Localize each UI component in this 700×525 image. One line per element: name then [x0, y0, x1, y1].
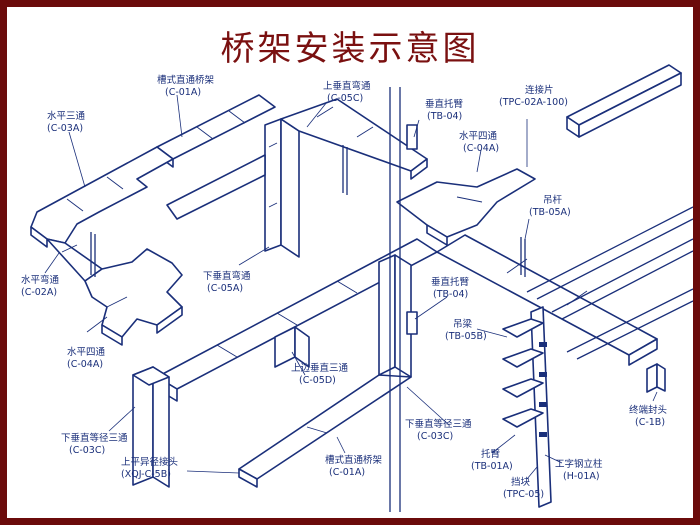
svg-text:挡块: 挡块 — [511, 476, 531, 488]
svg-text:(TPC-05): (TPC-05) — [503, 489, 544, 500]
diagram-frame: 桥架安装示意图 — [7, 7, 693, 518]
svg-text:(C-05D): (C-05D) — [299, 375, 336, 386]
svg-text:(H-01A): (H-01A) — [563, 471, 600, 482]
svg-text:吊杆: 吊杆 — [543, 194, 563, 206]
left-cross — [84, 248, 183, 346]
svg-text:吊梁: 吊梁 — [453, 318, 473, 330]
label-h01a: 工字钢立柱 (H-01A) — [555, 458, 603, 482]
svg-text:下垂直弯通: 下垂直弯通 — [203, 270, 251, 282]
svg-text:水平三通: 水平三通 — [47, 110, 86, 122]
svg-text:槽式直通桥架: 槽式直通桥架 — [325, 454, 383, 466]
central-cross — [396, 168, 536, 246]
svg-text:托臂: 托臂 — [481, 448, 501, 460]
svg-text:垂直托臂: 垂直托臂 — [431, 276, 470, 288]
upper-straight-tray — [156, 94, 276, 168]
label-c01a-top: 槽式直通桥架 (C-01A) — [157, 74, 215, 98]
label-c03c-right: 下垂直等径三通 (C-03C) — [405, 418, 472, 442]
svg-text:(C-04A): (C-04A) — [463, 143, 499, 154]
central-column — [389, 87, 418, 512]
svg-text:(C-01A): (C-01A) — [329, 467, 365, 478]
svg-text:上平异径接头: 上平异径接头 — [121, 456, 178, 468]
svg-text:上垂直弯通: 上垂直弯通 — [323, 80, 371, 92]
svg-text:水平四通: 水平四通 — [67, 346, 106, 358]
label-c05d: 上边垂直三通 (C-05D) — [291, 362, 349, 386]
svg-text:(TB-04): (TB-04) — [433, 289, 468, 300]
svg-text:(C-01A): (C-01A) — [165, 87, 201, 98]
label-tpc05: 挡块 (TPC-05) — [503, 476, 544, 500]
label-c03a: 水平三通 (C-03A) — [47, 110, 86, 134]
lower-vertical-drop — [238, 254, 412, 488]
svg-text:(C-03A): (C-03A) — [47, 123, 83, 134]
left-reducer-riser — [132, 366, 170, 488]
vertical-drop-top — [166, 118, 300, 258]
svg-text:(C-03C): (C-03C) — [69, 445, 105, 456]
svg-text:槽式直通桥架: 槽式直通桥架 — [157, 74, 215, 86]
label-c1b: 终端封头 (C-1B) — [629, 404, 667, 428]
svg-text:(XQJ-C-5B): (XQJ-C-5B) — [121, 469, 171, 480]
label-c04a-top: 水平四通 (C-04A) — [459, 130, 499, 154]
label-tpc02a: 连接片 (TPC-02A-100) — [499, 84, 568, 108]
svg-text:(C-04A): (C-04A) — [67, 359, 103, 370]
svg-text:(C-1B): (C-1B) — [635, 417, 665, 428]
svg-text:(TB-01A): (TB-01A) — [471, 461, 513, 472]
svg-text:(C-05A): (C-05A) — [207, 283, 243, 294]
svg-text:(C-03C): (C-03C) — [417, 431, 453, 442]
upper-vertical-tee — [274, 326, 310, 368]
label-tb05a: 吊杆 (TB-05A) — [529, 194, 571, 218]
label-xqj: 上平异径接头 (XQJ-C-5B) — [121, 456, 178, 480]
hanger-rods — [90, 145, 526, 277]
diagram-title: 桥架安装示意图 — [220, 29, 480, 69]
leader-lines — [44, 94, 658, 480]
svg-text:终端封头: 终端封头 — [629, 404, 667, 416]
right-ladder-trays — [526, 206, 693, 360]
label-tb04-top: 垂直托臂 (TB-04) — [425, 98, 464, 122]
label-tb04-mid: 垂直托臂 (TB-04) — [431, 276, 470, 300]
tray-drawing — [30, 64, 693, 512]
label-tb05b: 吊梁 (TB-05B) — [445, 318, 487, 342]
top-right-run — [280, 98, 428, 180]
label-tb01a: 托臂 (TB-01A) — [471, 448, 513, 472]
label-c02a: 水平弯通 (C-02A) — [21, 274, 60, 298]
end-cap — [646, 363, 666, 393]
svg-text:下垂直等径三通: 下垂直等径三通 — [405, 418, 472, 430]
tray-installation-diagram: 槽式直通桥架 (C-01A) 水平三通 (C-03A) 上垂直弯通 (C-05C… — [21, 64, 693, 512]
label-c04a-left: 水平四通 (C-04A) — [67, 346, 106, 370]
svg-text:工字钢立柱: 工字钢立柱 — [555, 458, 603, 470]
svg-text:(TB-05B): (TB-05B) — [445, 331, 487, 342]
svg-text:(TB-05A): (TB-05A) — [529, 207, 571, 218]
svg-text:水平四通: 水平四通 — [459, 130, 498, 142]
svg-text:(TPC-02A-100): (TPC-02A-100) — [499, 97, 568, 108]
svg-text:连接片: 连接片 — [525, 84, 554, 96]
label-c01a-bottom: 槽式直通桥架 (C-01A) — [325, 454, 383, 478]
splice-plate-tray — [566, 64, 682, 138]
svg-text:垂直托臂: 垂直托臂 — [425, 98, 464, 110]
svg-text:(TB-04): (TB-04) — [427, 111, 462, 122]
i-beam-column — [502, 306, 552, 508]
label-c05c: 上垂直弯通 (C-05C) — [323, 80, 371, 104]
label-c05a: 下垂直弯通 (C-05A) — [203, 270, 251, 294]
label-c03c-left: 下垂直等径三通 (C-03C) — [61, 432, 128, 456]
svg-text:水平弯通: 水平弯通 — [21, 274, 60, 286]
right-lower-tray — [436, 234, 658, 366]
svg-text:(C-02A): (C-02A) — [21, 287, 57, 298]
left-tee-and-elbow — [30, 146, 174, 282]
svg-text:下垂直等径三通: 下垂直等径三通 — [61, 432, 128, 444]
svg-text:(C-05C): (C-05C) — [327, 93, 363, 104]
svg-text:上边垂直三通: 上边垂直三通 — [291, 362, 349, 374]
